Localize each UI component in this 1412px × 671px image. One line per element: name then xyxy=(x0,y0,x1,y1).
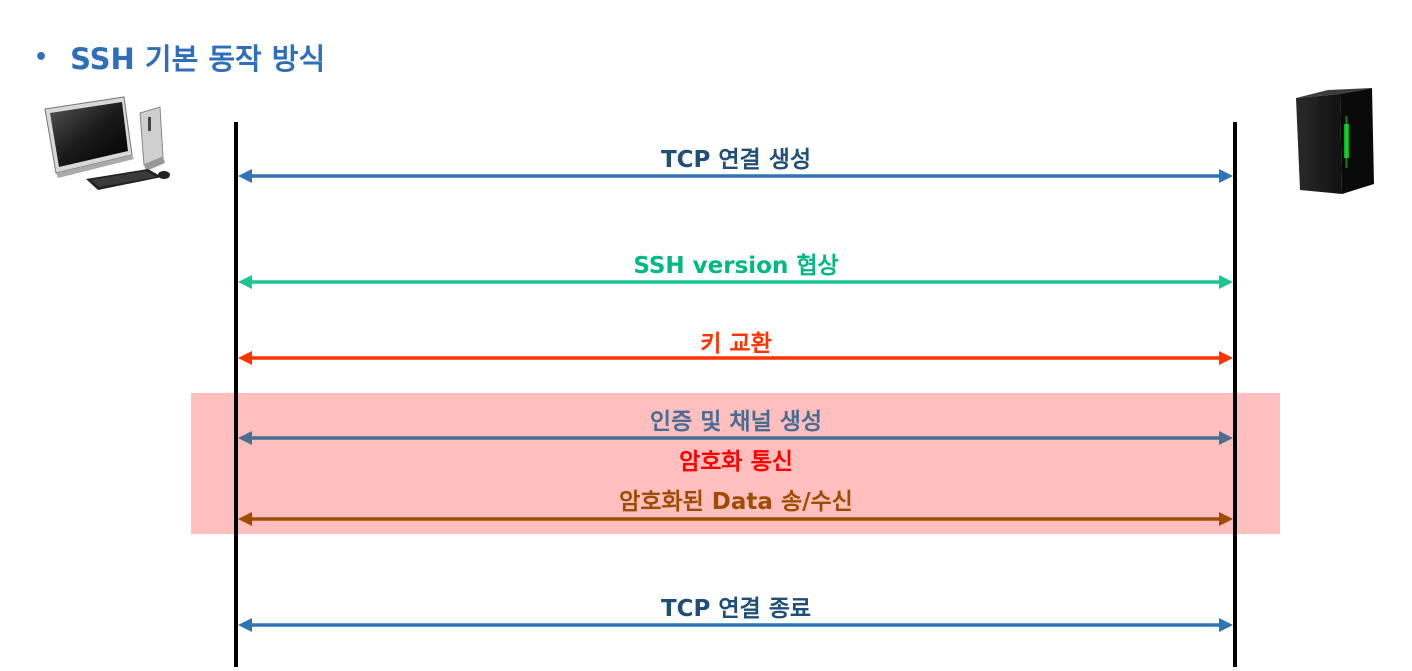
desktop-computer-icon xyxy=(44,96,170,190)
page-title: • SSH 기본 동작 방식 xyxy=(34,36,325,78)
arrow-tcp-close xyxy=(238,618,1233,632)
msg-encrypted-data-label: 암호화된 Data 송/수신 xyxy=(619,489,853,515)
msg-auth-channel-label: 인증 및 채널 생성 xyxy=(649,409,823,435)
arrow-tcp-connect xyxy=(238,169,1233,183)
client-lifeline xyxy=(234,122,238,667)
arrow-ssh-version xyxy=(238,275,1233,289)
msg-tcp-close-label: TCP 연결 종료 xyxy=(660,596,812,622)
encrypted-section-highlight xyxy=(191,393,1280,534)
server-lifeline xyxy=(1233,122,1237,667)
msg-ssh-version-label: SSH version 협상 xyxy=(633,253,839,279)
msg-encrypted-comm-label: 암호화 통신 xyxy=(679,449,793,475)
msg-tcp-connect-label: TCP 연결 생성 xyxy=(660,147,812,173)
arrow-encrypted-data xyxy=(238,512,1233,526)
arrow-auth-channel xyxy=(238,431,1233,445)
msg-key-exchange-label: 키 교환 xyxy=(700,331,772,357)
arrow-key-exchange xyxy=(238,351,1233,365)
title-bullet: • xyxy=(34,44,49,70)
server-tower-icon xyxy=(1296,88,1374,194)
title-text: SSH 기본 동작 방식 xyxy=(70,42,326,76)
